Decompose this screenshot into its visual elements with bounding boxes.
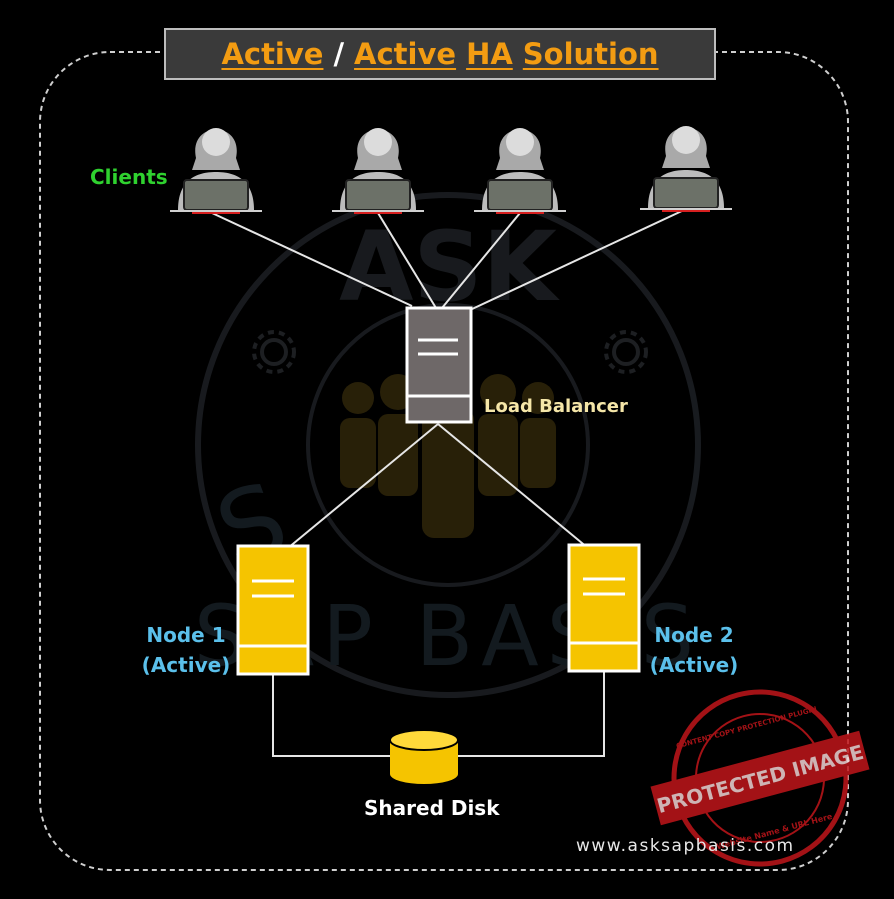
title-word-4: Solution <box>522 37 659 71</box>
gear-icon <box>604 330 648 374</box>
client-1 <box>169 127 263 215</box>
title-word-1: Active <box>221 37 324 71</box>
node2-to-disk-line <box>458 672 605 757</box>
node1-server-icon <box>236 544 310 676</box>
clients-label: Clients <box>90 165 168 189</box>
node2-status: (Active) <box>649 653 739 677</box>
client1-to-lb-line <box>211 212 413 307</box>
shared-disk-label: Shared Disk <box>364 796 500 820</box>
node1-name: Node 1 <box>146 623 226 647</box>
title-word-2: Active <box>354 37 457 71</box>
title-word-3: HA <box>466 37 513 71</box>
load-balancer-label: Load Balancer <box>484 396 628 417</box>
website-url: www.asksapbasis.com <box>576 836 795 856</box>
client2-to-lb-line <box>377 212 437 309</box>
client-4 <box>639 125 733 213</box>
diagram-title: Active / Active HA Solution <box>164 28 716 80</box>
gear-icon <box>252 330 296 374</box>
node1-label: Node 1 (Active) <box>140 620 232 680</box>
user-icon <box>639 125 733 213</box>
node2-server-icon <box>567 543 641 673</box>
lb-to-node1-line <box>287 423 439 549</box>
user-icon <box>473 127 567 215</box>
client4-to-lb-line <box>469 209 685 311</box>
lb-to-node2-line <box>437 423 589 549</box>
connections <box>211 209 685 757</box>
node1-to-disk-line <box>272 674 390 757</box>
user-icon <box>169 127 263 215</box>
watermark-top-text: ASK <box>339 211 560 323</box>
title-separator: / <box>333 37 345 71</box>
client-3 <box>473 127 567 215</box>
node2-label: Node 2 (Active) <box>648 620 740 680</box>
load-balancer-server-icon <box>405 306 473 424</box>
user-icon <box>331 127 425 215</box>
watermark-people <box>340 360 556 538</box>
shared-disk-database-icon <box>389 729 459 784</box>
client3-to-lb-line <box>441 212 521 309</box>
stamp-ring-top-text: CONTENT COPY PROTECTION PLUGIN <box>675 705 818 750</box>
node1-status: (Active) <box>141 653 231 677</box>
client-2 <box>331 127 425 215</box>
node2-name: Node 2 <box>654 623 734 647</box>
